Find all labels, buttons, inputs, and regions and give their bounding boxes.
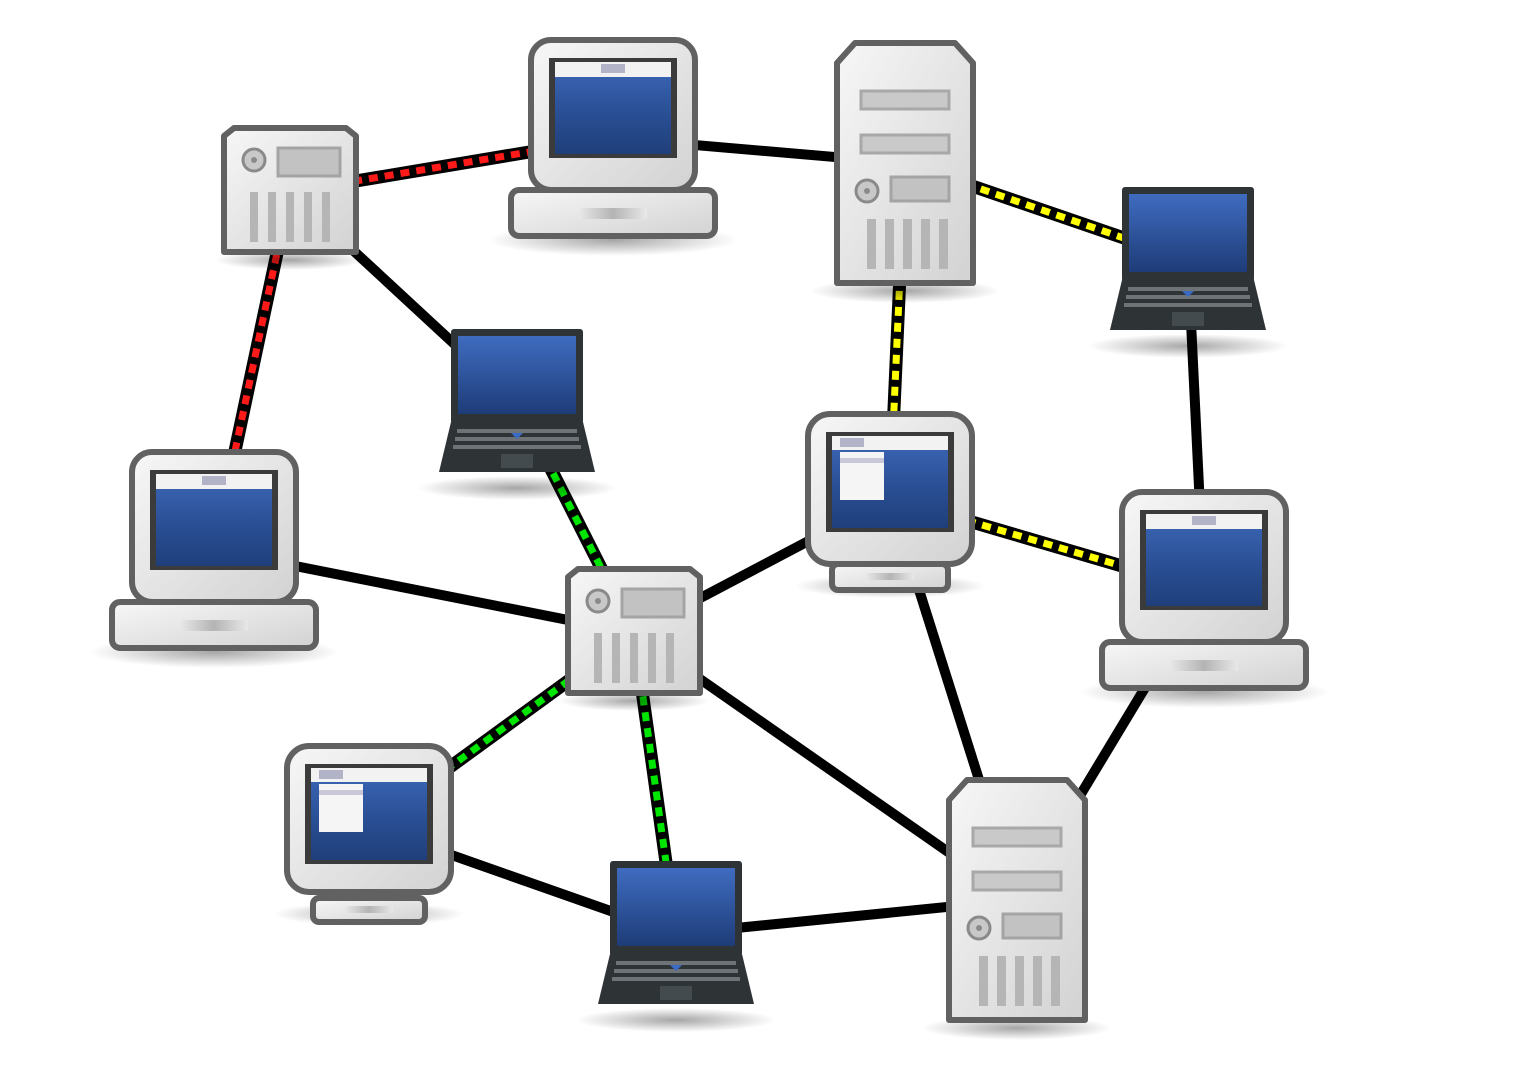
laptop-icon: [1088, 187, 1288, 358]
tower-server-icon: [810, 40, 1000, 303]
monitor-icon: [274, 743, 464, 926]
laptop-icon: [576, 861, 776, 1032]
tower-server-icon: [922, 777, 1112, 1040]
desktop-computer-icon: [1079, 489, 1329, 708]
nodes-layer: [89, 37, 1329, 1040]
small-server-icon: [559, 566, 709, 711]
monitor-icon: [795, 411, 985, 598]
desktop-computer-icon: [89, 449, 339, 668]
desktop-computer-icon: [488, 37, 738, 256]
small-server-icon: [215, 125, 365, 270]
laptop-icon: [417, 329, 617, 500]
